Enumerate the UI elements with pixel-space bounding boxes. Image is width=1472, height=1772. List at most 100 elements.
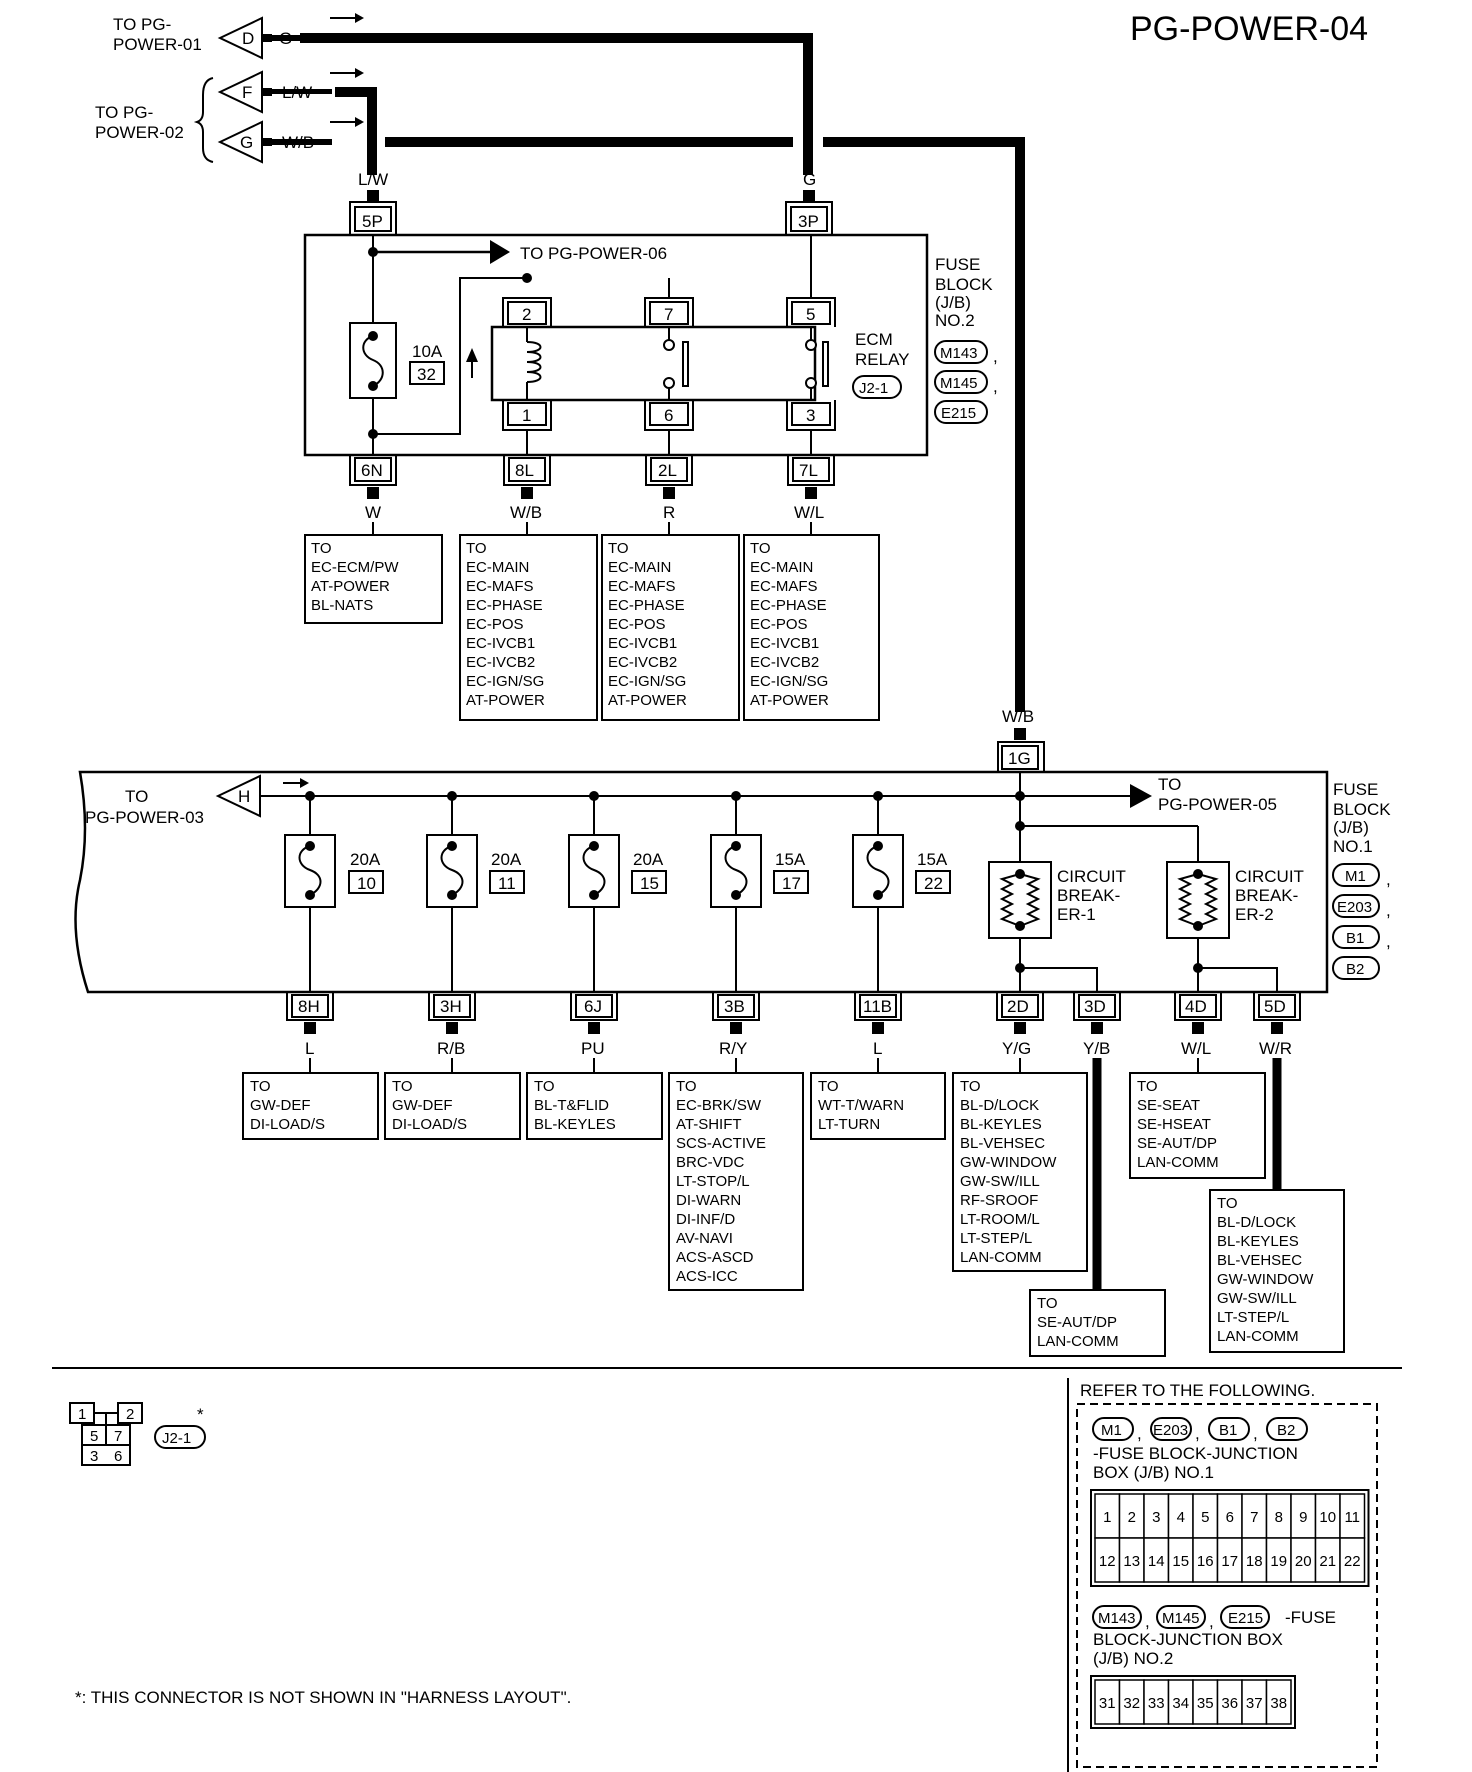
fuse-22: 15A 22 [852, 791, 951, 992]
svg-text:W/B: W/B [1002, 707, 1034, 726]
svg-text:E215: E215 [941, 405, 976, 422]
arrow-right-icon [490, 240, 510, 264]
svg-text:NO.1: NO.1 [1333, 837, 1373, 856]
svg-text:W/L: W/L [1181, 1039, 1211, 1058]
svg-text:32: 32 [417, 365, 436, 384]
jb2-output-7l: 7L W/L TO EC-MAIN EC-MAFS EC-PHASE EC-PO… [743, 455, 880, 721]
svg-text:6: 6 [114, 1448, 122, 1465]
fuse-cell-number: 20 [1295, 1553, 1312, 1570]
svg-text:2D: 2D [1007, 997, 1029, 1016]
svg-text:BREAK-: BREAK- [1235, 886, 1298, 905]
svg-text:DI-LOAD/S: DI-LOAD/S [392, 1116, 467, 1133]
svg-text:NO.2: NO.2 [935, 311, 975, 330]
svg-text:3B: 3B [724, 997, 745, 1016]
fuse-cell-number: 9 [1299, 1509, 1307, 1526]
svg-text:TO: TO [466, 540, 487, 557]
svg-text:DI-INF/D: DI-INF/D [676, 1211, 735, 1228]
svg-text:FUSE: FUSE [935, 255, 980, 274]
svg-text:EC-IGN/SG: EC-IGN/SG [466, 673, 544, 690]
svg-text:LAN-COMM: LAN-COMM [1137, 1154, 1219, 1171]
relay-coil-icon [526, 341, 542, 383]
svg-text:EC-IGN/SG: EC-IGN/SG [608, 673, 686, 690]
svg-text:5P: 5P [362, 212, 383, 231]
jb1-output-4d: 4D W/L TO SE-SEAT SE-HSEAT SE-AUT/DP LAN… [1129, 992, 1266, 1179]
fuse-cell-number: 6 [1226, 1509, 1234, 1526]
svg-text:EC-MAFS: EC-MAFS [466, 578, 534, 595]
fuse-10: 20A 10 [284, 791, 384, 992]
svg-text:EC-IVCB2: EC-IVCB2 [608, 654, 677, 671]
fuse-cell [1339, 1537, 1366, 1583]
fuse-cell [1118, 1537, 1145, 1583]
svg-text:15A: 15A [917, 850, 948, 869]
svg-text:6N: 6N [361, 461, 383, 480]
svg-text:EC-POS: EC-POS [750, 616, 808, 633]
svg-text:BREAK-: BREAK- [1057, 886, 1120, 905]
svg-text:BL-VEHSEC: BL-VEHSEC [960, 1135, 1045, 1152]
svg-text:EC-MAIN: EC-MAIN [466, 559, 529, 576]
fuse-cell [1143, 1679, 1170, 1725]
connector-j2-1-face: 1 2 5 7 3 6 J2-1 * [69, 1402, 206, 1466]
svg-text:M145: M145 [1162, 1610, 1200, 1627]
fuse-cell [1167, 1493, 1194, 1539]
svg-text:EC-PHASE: EC-PHASE [750, 597, 827, 614]
fuse-cell-number: 11 [1344, 1509, 1360, 1526]
svg-text:M143: M143 [1098, 1610, 1136, 1627]
fuse-cell-number: 7 [1250, 1509, 1258, 1526]
svg-text:J2-1: J2-1 [859, 380, 888, 397]
svg-text:POWER-02: POWER-02 [95, 123, 184, 142]
fuse-cell-number: 12 [1099, 1553, 1116, 1570]
svg-text:2: 2 [126, 1406, 134, 1423]
svg-text:PU: PU [581, 1039, 605, 1058]
svg-text:,: , [993, 347, 998, 366]
svg-text:F: F [242, 83, 252, 102]
fuse-32: 10A 32 [349, 322, 478, 399]
svg-text:7: 7 [114, 1428, 122, 1445]
svg-text:TO: TO [608, 540, 629, 557]
fuse-cell-number: 31 [1099, 1695, 1116, 1712]
jb1-output-3b: 3B R/Y TO EC-BRK/SW AT-SHIFT SCS-ACTIVE … [668, 992, 804, 1291]
svg-text:3P: 3P [798, 212, 819, 231]
fuse-cell-number: 36 [1221, 1695, 1238, 1712]
svg-text:AT-SHIFT: AT-SHIFT [676, 1116, 742, 1133]
svg-text:LAN-COMM: LAN-COMM [1037, 1333, 1119, 1350]
svg-text:LT-ROOM/L: LT-ROOM/L [960, 1211, 1040, 1228]
svg-text:W/L: W/L [794, 503, 824, 522]
svg-text:DI-WARN: DI-WARN [676, 1192, 741, 1209]
svg-text:6: 6 [664, 406, 673, 425]
svg-text:AV-NAVI: AV-NAVI [676, 1230, 733, 1247]
svg-text:TO: TO [250, 1078, 271, 1095]
fuse-block-2 [303, 233, 929, 457]
svg-text:BL-KEYLES: BL-KEYLES [1217, 1233, 1299, 1250]
wire-lw [335, 87, 377, 175]
svg-text:TO: TO [311, 540, 332, 557]
svg-text:BL-D/LOCK: BL-D/LOCK [1217, 1214, 1296, 1231]
fuse-cell-number: 32 [1123, 1695, 1140, 1712]
svg-text:5: 5 [806, 305, 815, 324]
svg-text:11B: 11B [863, 997, 892, 1016]
svg-text:H: H [238, 787, 250, 806]
fuse-cell-number: 34 [1172, 1695, 1189, 1712]
jb2-output-6n: 6N W TO EC-ECM/PW AT-POWER BL-NATS [304, 455, 443, 624]
svg-text:W: W [365, 503, 381, 522]
svg-text:7: 7 [664, 305, 673, 324]
svg-text:LT-TURN: LT-TURN [818, 1116, 880, 1133]
svg-text:15: 15 [640, 874, 659, 893]
fuse-cell [1216, 1679, 1243, 1725]
svg-text:(J/B): (J/B) [1333, 818, 1369, 837]
svg-text:-FUSE: -FUSE [1285, 1608, 1336, 1627]
svg-text:TO: TO [1158, 775, 1181, 794]
svg-text:CIRCUIT: CIRCUIT [1057, 867, 1126, 886]
to-pg-power-02-label: TO PG- POWER-02 [95, 77, 214, 163]
fuse-cell [1265, 1679, 1292, 1725]
circuit-breaker-2: CIRCUIT BREAK- ER-2 [1166, 861, 1304, 939]
svg-text:W/B: W/B [510, 503, 542, 522]
svg-text:TO: TO [960, 1078, 981, 1095]
svg-text:PG-POWER-03: PG-POWER-03 [85, 808, 204, 827]
svg-text:3D: 3D [1084, 997, 1106, 1016]
jb1-output-5d: 5D W/R TO BL-D/LOCK BL-KEYLES BL-VEHSEC … [1209, 992, 1345, 1353]
svg-text:Y/B: Y/B [1083, 1039, 1110, 1058]
svg-text:*: * [197, 1405, 204, 1424]
svg-text:20A: 20A [491, 850, 522, 869]
svg-text:Y/G: Y/G [1002, 1039, 1031, 1058]
